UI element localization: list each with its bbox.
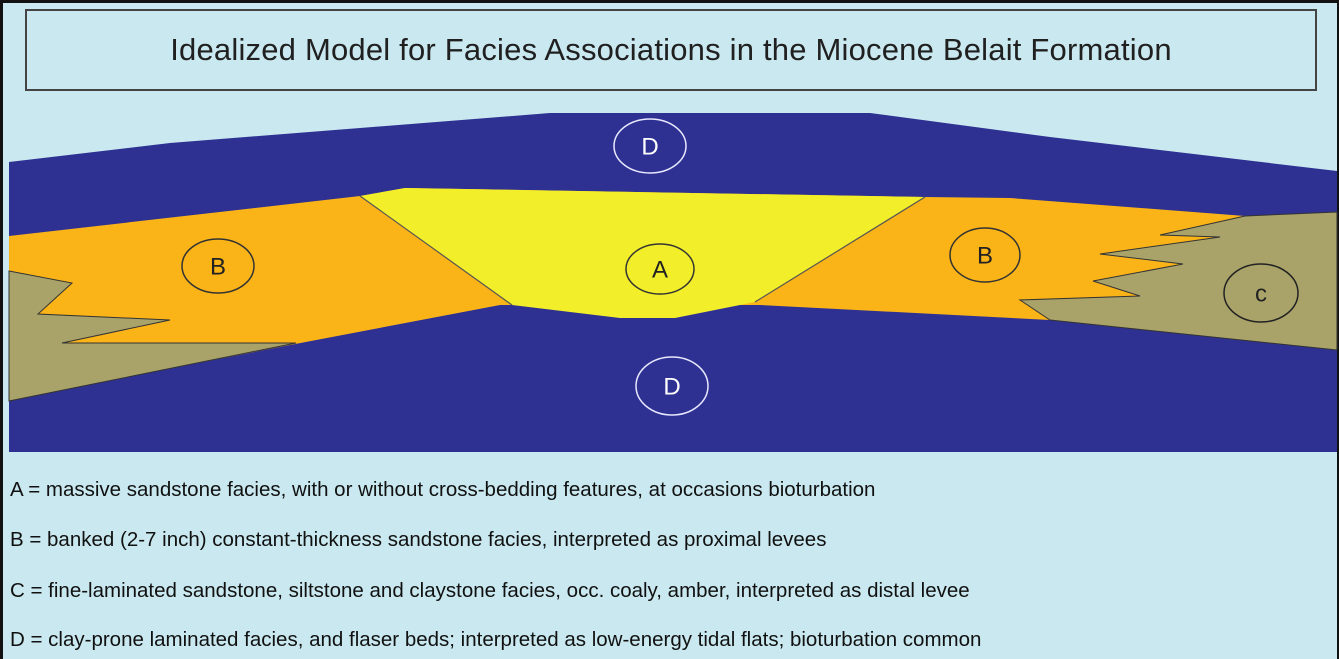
legend-item-a: A = massive sandstone facies, with or wi…: [10, 478, 875, 502]
svg-text:D: D: [641, 134, 658, 161]
legend-item-d: D = clay-prone laminated facies, and fla…: [10, 628, 981, 652]
svg-text:c: c: [1255, 281, 1267, 308]
legend-item-c: C = fine-laminated sandstone, siltstone …: [10, 579, 970, 603]
svg-text:B: B: [210, 254, 226, 281]
legend-item-b: B = banked (2-7 inch) constant-thickness…: [10, 528, 826, 552]
svg-text:D: D: [663, 374, 680, 401]
svg-text:A: A: [652, 257, 668, 284]
svg-text:B: B: [977, 243, 993, 270]
